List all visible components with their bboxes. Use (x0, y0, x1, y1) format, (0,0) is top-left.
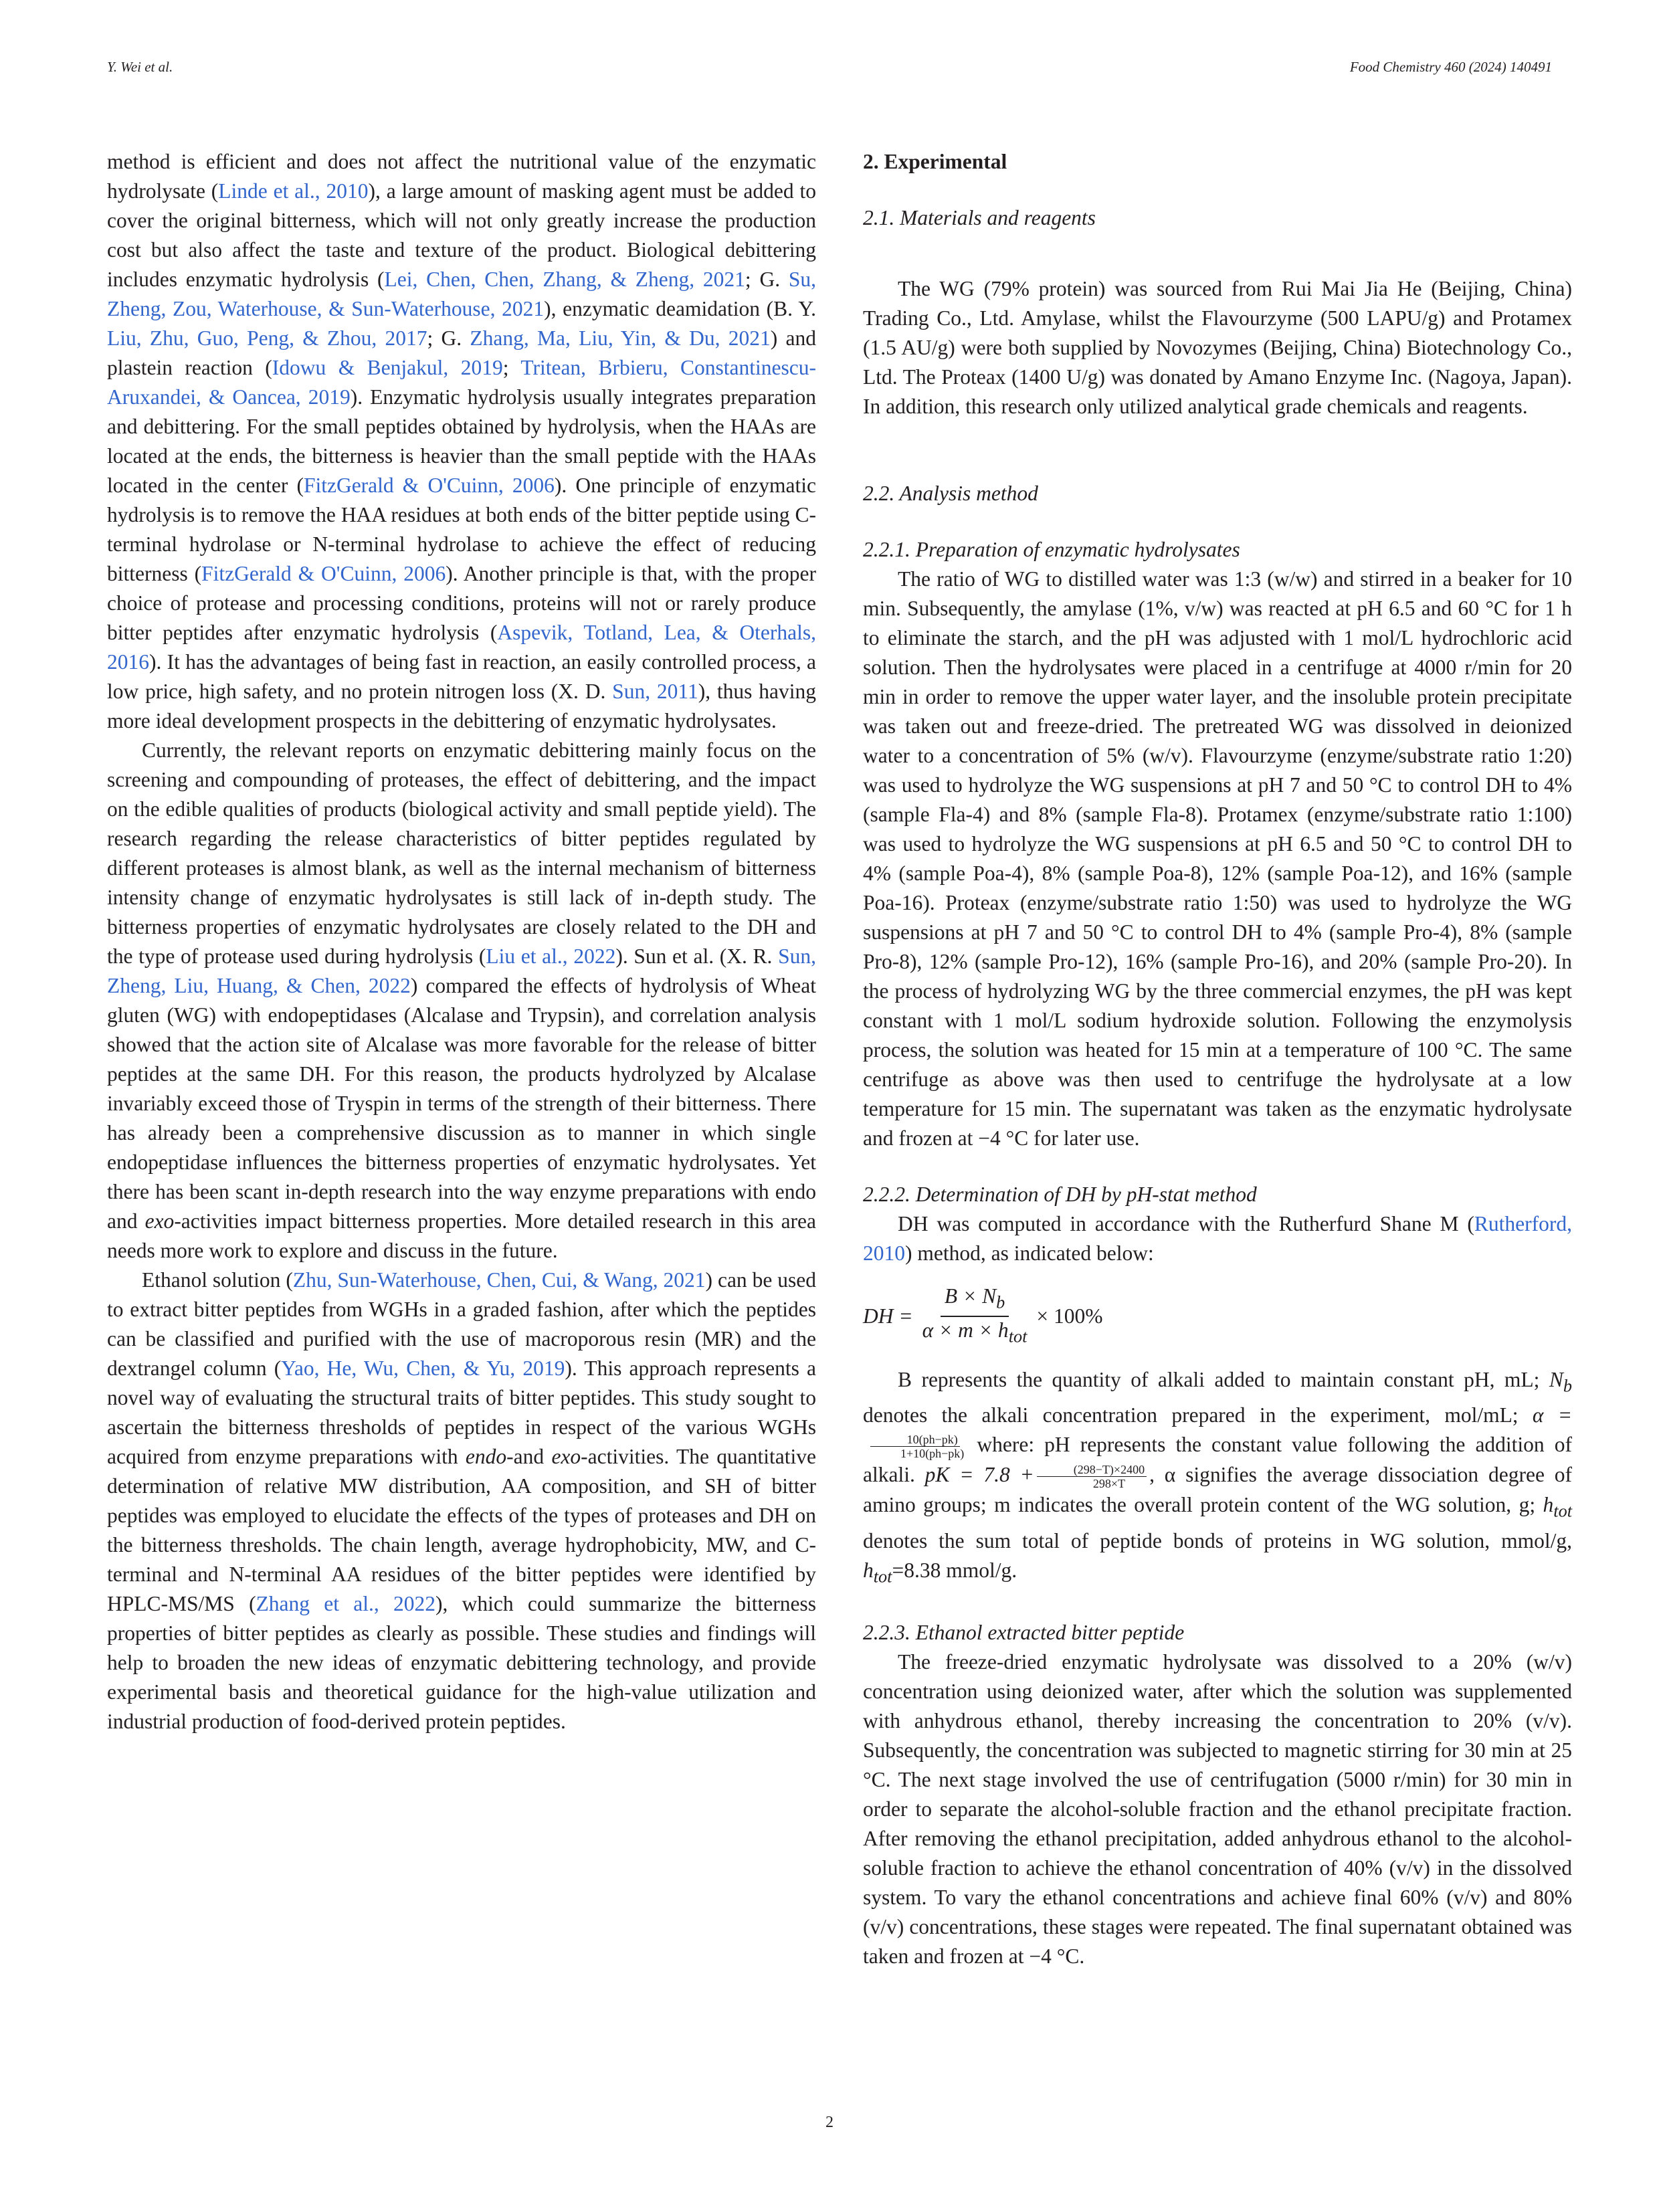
text: denotes the alkali concentration prepare… (863, 1403, 1533, 1427)
subsection-heading-materials: 2.1. Materials and reagents (863, 206, 1096, 229)
text: ). It has the advantages of being fast i… (107, 650, 816, 703)
citation-link[interactable]: Zhu, Sun-Waterhouse, Chen, Cui, & Wang, … (292, 1268, 706, 1292)
text: ). Another principle is that, with the p… (107, 562, 816, 644)
text: =8.38 mmol/g. (892, 1558, 1017, 1582)
paragraph-preparation: The ratio of WG to distilled water was 1… (863, 567, 1572, 1150)
text-italic: endo (465, 1445, 507, 1468)
text-italic: exo (551, 1445, 581, 1468)
symbol: h (863, 1558, 874, 1582)
right-column: 2. Experimental 2.1. Materials and reage… (863, 147, 1572, 1971)
text: -activities. The quantitative determinat… (107, 1445, 816, 1615)
text-italic: exo (144, 1209, 175, 1233)
equation-denominator: α × m × htot (918, 1317, 1032, 1350)
citation-link[interactable]: Aspevik, Totland, Lea, & Oterhals, 2016 (107, 621, 816, 674)
paragraph-intro-debittering: method is efficient and does not affect … (107, 147, 816, 736)
citation-link[interactable]: FitzGerald & O'Cuinn, 2006 (201, 562, 446, 585)
subsection-heading-analysis: 2.2. Analysis method (863, 482, 1038, 505)
text: ) can be used to extract bitter peptides… (107, 1268, 816, 1380)
citation-link[interactable]: Tritean, Brbieru, Constantinescu-Aruxand… (107, 356, 817, 409)
text: α × m × h (922, 1318, 1009, 1342)
subscript: tot (1008, 1326, 1028, 1346)
fraction-denominator: 298×T (1092, 1477, 1125, 1491)
text: ), thus having more ideal development pr… (107, 680, 816, 732)
text: ) method, as indicated below: (905, 1241, 1154, 1265)
text: ) and plastein reaction ( (107, 326, 816, 379)
text: B represents the quantity of alkali adde… (898, 1367, 1549, 1391)
text: ) compared the effects of hydrolysis of … (107, 974, 816, 1233)
citation-link[interactable]: Yao, He, Wu, Chen, & Yu, 2019 (281, 1356, 565, 1380)
fraction-denominator: 1+10(ph−pk) (900, 1447, 965, 1461)
citation-link[interactable]: Sun, Zheng, Liu, Huang, & Chen, 2022 (107, 944, 816, 997)
citation-link[interactable]: FitzGerald & O'Cuinn, 2006 (303, 474, 555, 497)
text: DH was computed in accordance with the R… (898, 1212, 1474, 1235)
equation-lhs: DH = (863, 1304, 913, 1328)
text: denotes the sum total of peptide bonds o… (863, 1528, 1572, 1552)
citation-link[interactable]: Zhang, Ma, Liu, Yin, & Du, 2021 (470, 326, 771, 350)
subsubsection-heading-dh: 2.2.2. Determination of DH by pH-stat me… (863, 1183, 1257, 1206)
text: ), enzymatic deamidation (B. Y. (544, 297, 816, 320)
equation-numerator: B × Nb (940, 1283, 1009, 1318)
paragraph-ethanol-solution: Ethanol solution (Zhu, Sun-Waterhouse, C… (107, 1266, 816, 1736)
section-heading-experimental: 2. Experimental (863, 150, 1007, 173)
subsubsection-heading-preparation: 2.2.1. Preparation of enzymatic hydrolys… (863, 538, 1240, 561)
paragraph-ethanol-extraction: The freeze-dried enzymatic hydrolysate w… (863, 1650, 1572, 1969)
page-number: 2 (825, 2114, 834, 2131)
text: ). Enzymatic hydrolysis usually integrat… (107, 385, 816, 497)
subscript: tot (873, 1567, 892, 1587)
text: , α signifies the average dissociation d… (863, 1463, 1572, 1517)
paragraph-dh-definitions: B represents the quantity of alkali adde… (863, 1365, 1572, 1591)
text: Currently, the relevant reports on enzym… (107, 738, 816, 968)
symbol: N (1549, 1367, 1563, 1391)
subscript: b (1563, 1375, 1572, 1395)
alpha-fraction: 10(ph−pk)1+10(ph−pk) (866, 1433, 964, 1460)
citation-link[interactable]: Lei, Chen, Chen, Zhang, & Zheng, 2021 (384, 268, 745, 291)
subscript: b (996, 1292, 1005, 1312)
fraction-numerator: 10(ph−pk) (870, 1433, 960, 1447)
paragraph-current-reports: Currently, the relevant reports on enzym… (107, 736, 816, 1266)
text: ). One principle of enzymatic hydrolysis… (107, 474, 816, 585)
left-column: method is efficient and does not affect … (107, 147, 816, 1736)
running-head-journal: Food Chemistry 460 (2024) 140491 (1349, 59, 1552, 75)
text: -activities impact bitterness properties… (107, 1209, 816, 1262)
paragraph-dh-intro: DH was computed in accordance with the R… (863, 1209, 1572, 1268)
text: ), which could summarize the bitterness … (107, 1592, 816, 1733)
text: B × N (944, 1284, 997, 1308)
text: -and (506, 1445, 552, 1468)
dh-equation: DH = B × Nb α × m × htot × 100% (863, 1283, 1572, 1350)
subscript: tot (1553, 1501, 1572, 1521)
citation-link[interactable]: Liu, Zhu, Guo, Peng, & Zhou, 2017 (107, 326, 427, 350)
text: method is efficient and does not affect … (107, 150, 816, 203)
symbol: α = (1532, 1403, 1572, 1427)
equation-rhs: × 100% (1036, 1304, 1103, 1328)
subsubsection-heading-ethanol: 2.2.3. Ethanol extracted bitter peptide (863, 1621, 1185, 1645)
citation-link[interactable]: Idowu & Benjakul, 2019 (272, 356, 503, 379)
citation-link[interactable]: Zhang et al., 2022 (256, 1592, 436, 1615)
text: Ethanol solution ( (142, 1268, 293, 1292)
text: where: pH represents the constant value … (863, 1432, 1572, 1487)
text: ; G. (427, 326, 470, 350)
equation-fraction: B × Nb α × m × htot (918, 1283, 1032, 1350)
fraction-numerator: (298−T)×2400 (1036, 1463, 1147, 1478)
citation-link[interactable]: Su, Zheng, Zou, Waterhouse, & Sun-Waterh… (107, 268, 817, 320)
text: ; (502, 356, 521, 379)
text: ). Sun et al. (X. R. (615, 944, 779, 968)
paragraph-materials: The WG (79% protein) was sourced from Ru… (863, 277, 1572, 418)
text: ), a large amount of masking agent must … (107, 179, 816, 291)
symbol: h (1543, 1493, 1554, 1517)
citation-link[interactable]: Linde et al., 2010 (218, 179, 369, 203)
symbol: pK = 7.8 + (924, 1463, 1034, 1487)
citation-link[interactable]: Rutherford, 2010 (863, 1212, 1572, 1265)
citation-link[interactable]: Sun, 2011 (612, 680, 698, 703)
text: ). This approach represents a novel way … (107, 1356, 816, 1468)
text: ; G. (745, 268, 789, 291)
citation-link[interactable]: Liu et al., 2022 (486, 944, 616, 968)
running-head-authors: Y. Wei et al. (107, 59, 173, 75)
